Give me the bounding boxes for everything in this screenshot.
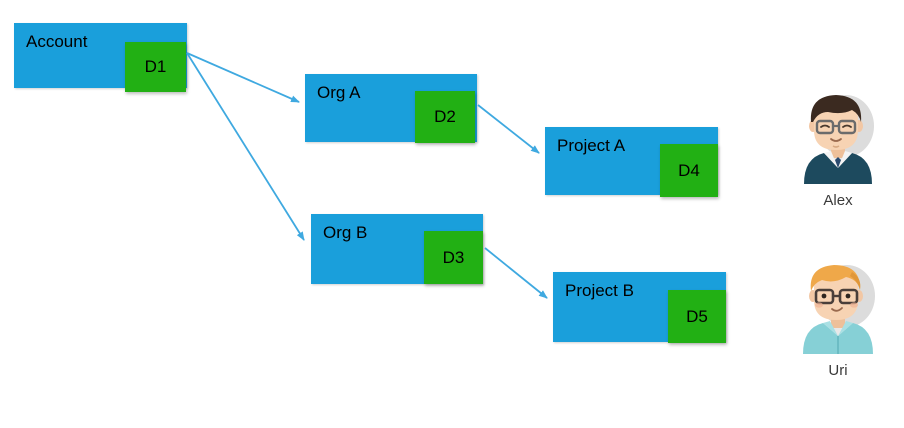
person-alex[interactable]: Alex [778,88,898,210]
badge-d3-label: D3 [442,247,465,267]
node-org-a[interactable]: D2 Org A [305,74,477,143]
edge-org-b-to-project-b [484,247,548,299]
badge-d1-label: D1 [144,57,167,76]
badge-d2[interactable]: D2 [415,91,475,143]
person-alex-name: Alex [823,192,853,209]
person-uri-name: Uri [828,362,848,379]
node-account[interactable]: D1 Account [14,23,187,92]
avatar-alex [790,88,886,184]
badge-d3[interactable]: D3 [424,231,483,284]
edge-account-to-org-a [186,52,300,103]
badge-d1[interactable]: D1 [125,42,186,92]
node-project-b[interactable]: D5 Project B [553,272,726,343]
node-org-b[interactable]: D3 Org B [311,214,483,284]
badge-d2-label: D2 [434,107,456,126]
node-project-a-label: Project A [557,136,626,155]
node-org-a-label: Org A [317,83,361,102]
node-project-a[interactable]: D4 Project A [545,127,718,197]
node-account-label: Account [26,32,88,51]
avatar-uri [790,258,886,354]
node-project-b-label: Project B [565,281,634,300]
edge-account-to-org-b [186,52,305,241]
badge-d5-label: D5 [686,306,708,326]
person-uri[interactable]: Uri [778,258,898,380]
edge-org-a-to-project-a [477,104,540,154]
badge-d4[interactable]: D4 [660,144,718,197]
badge-d4-label: D4 [678,160,700,180]
node-org-b-label: Org B [323,223,368,242]
badge-d5[interactable]: D5 [668,290,726,343]
